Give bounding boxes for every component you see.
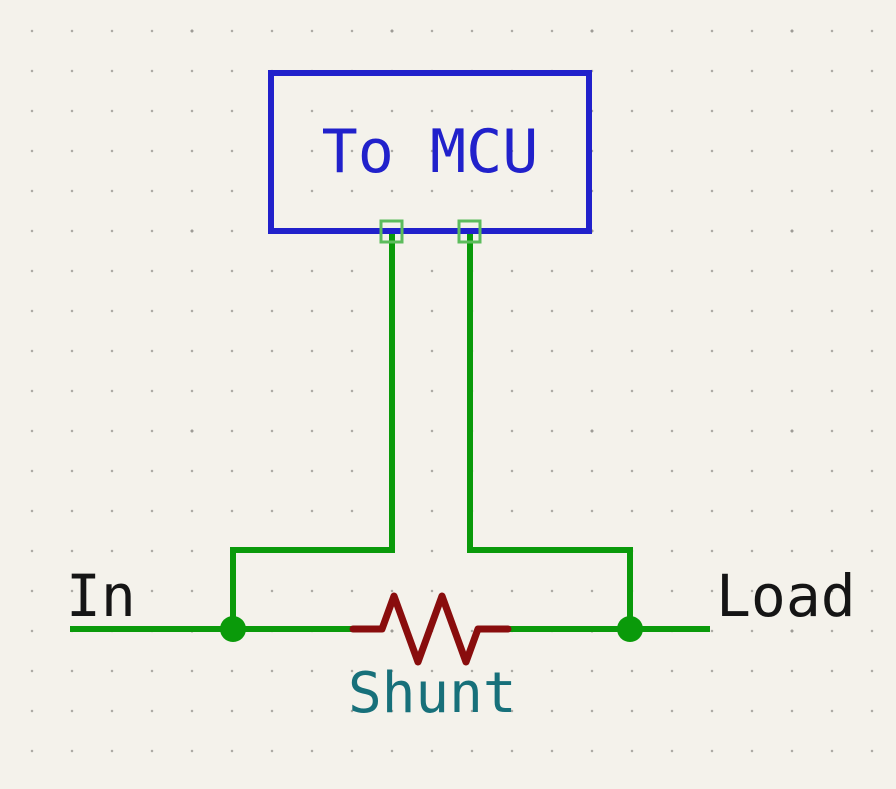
net-label-load[interactable]: Load	[716, 562, 856, 630]
unconnected-end-marker-left	[379, 219, 404, 244]
wire-sense-right[interactable]	[467, 230, 633, 629]
unconnected-end-marker-right	[457, 219, 482, 244]
net-label-in[interactable]: In	[66, 562, 136, 630]
mcu-box[interactable]	[268, 70, 592, 234]
wires	[70, 230, 710, 632]
junction-dot-left[interactable]	[220, 616, 246, 642]
mcu-box-label[interactable]: To MCU	[322, 117, 539, 187]
component-value-label[interactable]: Shunt	[348, 661, 517, 726]
junction-dot-right[interactable]	[617, 616, 643, 642]
resistor-symbol[interactable]	[349, 592, 512, 666]
wire-sense-left[interactable]	[230, 230, 395, 629]
